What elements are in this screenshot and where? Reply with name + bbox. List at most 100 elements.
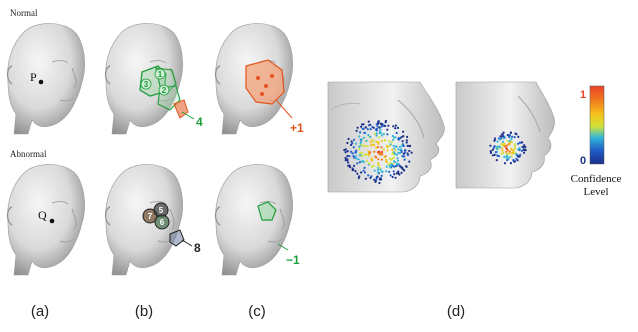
confidence-dot — [379, 178, 381, 180]
confidence-dot — [373, 127, 375, 129]
confidence-dot — [388, 140, 390, 142]
confidence-dot — [370, 128, 372, 130]
confidence-dot — [517, 143, 519, 145]
confidence-dot — [358, 175, 360, 177]
confidence-dot — [360, 144, 362, 146]
confidence-dot — [380, 146, 382, 148]
confidence-dot — [367, 174, 369, 176]
confidence-dot — [387, 163, 389, 165]
confidence-dot — [377, 158, 379, 160]
confidence-dot — [345, 159, 347, 161]
confidence-dot — [364, 171, 366, 173]
confidence-dot — [402, 143, 404, 145]
confidence-dot — [510, 138, 512, 140]
confidence-dot — [370, 141, 372, 143]
confidence-dot — [393, 145, 395, 147]
confidence-dot — [500, 153, 502, 155]
confidence-dot — [386, 129, 388, 131]
confidence-dot — [503, 143, 505, 145]
callout-c-top: +1 — [290, 121, 304, 135]
confidence-dot — [495, 151, 497, 153]
confidence-dot — [381, 171, 383, 173]
row-label-normal: Normal — [10, 8, 38, 18]
confidence-dot — [511, 136, 513, 138]
confidence-dot — [375, 141, 377, 143]
confidence-dot — [402, 140, 404, 142]
confidence-dot — [392, 176, 394, 178]
confidence-dot — [497, 140, 499, 142]
confidence-dot — [515, 158, 517, 160]
confidence-dot — [400, 148, 402, 150]
confidence-dot — [377, 120, 379, 122]
confidence-dot — [370, 144, 372, 146]
confidence-dot — [398, 173, 400, 175]
confidence-dot — [363, 137, 365, 139]
confidence-dot — [493, 145, 495, 147]
confidence-dot — [360, 171, 362, 173]
confidence-dot — [378, 136, 380, 138]
confidence-dot — [524, 146, 526, 148]
row-label-abnormal: Abnormal — [10, 149, 47, 159]
confidence-dot — [375, 147, 377, 149]
confidence-dot — [505, 157, 507, 159]
confidence-dot — [508, 153, 510, 155]
confidence-dot — [370, 158, 372, 160]
confidence-dot — [517, 156, 519, 158]
confidence-dot — [363, 132, 365, 134]
confidence-dot — [377, 141, 379, 143]
confidence-dot — [501, 143, 503, 145]
confidence-dot — [394, 127, 396, 129]
confidence-dot — [396, 165, 398, 167]
confidence-dot — [406, 139, 408, 141]
confidence-dot — [411, 152, 413, 154]
confidence-dot — [356, 173, 358, 175]
confidence-dot — [373, 144, 375, 146]
confidence-dot — [376, 123, 378, 125]
confidence-dot — [393, 147, 395, 149]
confidence-dot — [501, 150, 503, 152]
confidence-dot — [375, 178, 377, 180]
panel-label-b: (b) — [135, 303, 153, 320]
confidence-dot — [519, 147, 521, 149]
callout-b-top: 4 — [196, 115, 203, 129]
confidence-dot — [347, 150, 349, 152]
confidence-dot — [366, 160, 368, 162]
confidence-dot — [395, 145, 397, 147]
confidence-dot — [395, 125, 397, 127]
confidence-dot — [361, 138, 363, 140]
confidence-dot — [385, 120, 387, 122]
confidence-dot — [511, 152, 513, 154]
confidence-dot — [368, 152, 370, 154]
region-b-top-3: 3 — [144, 80, 149, 89]
callout-line-b-bottom — [182, 240, 192, 246]
confidence-dot — [355, 150, 357, 152]
confidence-dot — [399, 146, 401, 148]
confidence-dot — [387, 149, 389, 151]
confidence-dot — [381, 175, 383, 177]
confidence-dot — [501, 147, 503, 149]
confidence-dot — [512, 159, 514, 161]
confidence-dot — [503, 156, 505, 158]
confidence-dot — [509, 134, 511, 136]
confidence-dot — [362, 128, 364, 130]
confidence-dot — [353, 165, 355, 167]
colorbar-title-line2: Level — [583, 186, 608, 198]
confidence-dot — [352, 152, 354, 154]
confidence-dot — [358, 135, 360, 137]
confidence-dot — [404, 159, 406, 161]
confidence-dot — [492, 149, 494, 151]
confidence-dot — [504, 162, 506, 164]
confidence-dot — [406, 166, 408, 168]
confidence-dot — [393, 136, 395, 138]
confidence-dot — [407, 154, 409, 156]
confidence-dot — [509, 150, 511, 152]
callout-c-bottom: −1 — [286, 253, 300, 267]
confidence-dot — [399, 152, 401, 154]
callout-b-bottom: 8 — [194, 241, 201, 255]
confidence-dot — [374, 156, 376, 158]
confidence-dot — [387, 145, 389, 147]
confidence-dot — [519, 154, 521, 156]
confidence-dot — [406, 141, 408, 143]
confidence-dot — [402, 135, 404, 137]
confidence-dot — [352, 155, 354, 157]
